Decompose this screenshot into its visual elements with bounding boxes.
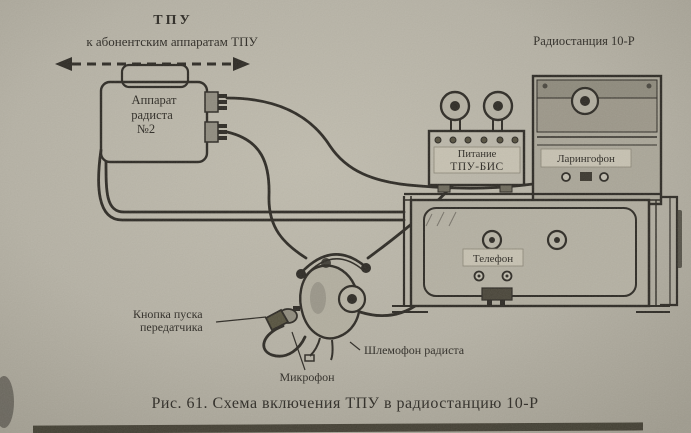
scanned-manual-page: ТПУ к абонентским аппаратам ТПУ Аппарат … [0, 0, 691, 433]
paper-grain-overlay [0, 0, 691, 433]
figure-diagram: ТПУ к абонентским аппаратам ТПУ Аппарат … [0, 0, 691, 433]
